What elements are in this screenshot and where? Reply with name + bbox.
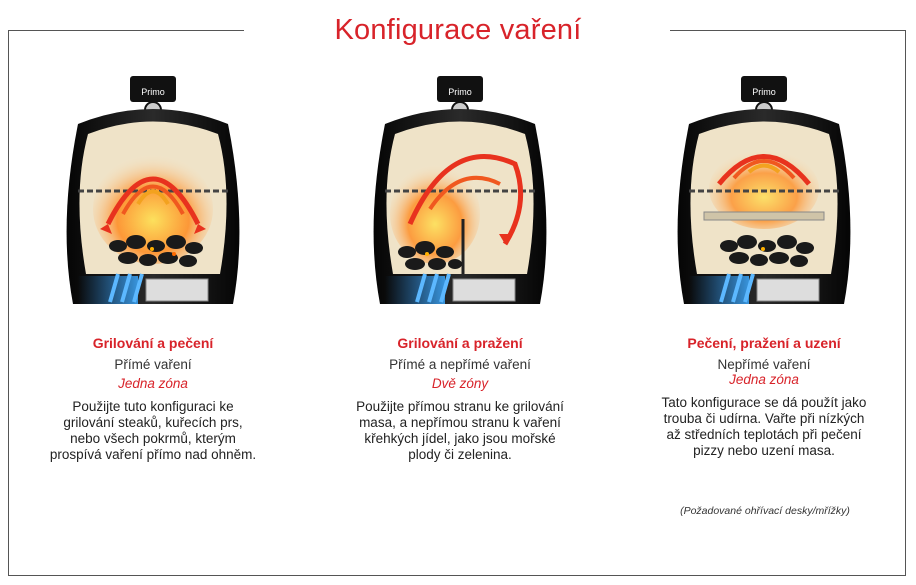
config-zone: Jedna zóna bbox=[118, 376, 188, 391]
config-mode: Přímé a nepřímé vaření bbox=[389, 357, 531, 372]
grill-indirect-illustration: Primo bbox=[677, 76, 851, 304]
config-description: Použijte tuto konfiguraci ke grilování s… bbox=[49, 399, 257, 462]
content-frame bbox=[8, 30, 906, 576]
config-mode: Nepřímé vaření bbox=[717, 357, 811, 372]
grill-two-zone-illustration: Primo bbox=[373, 76, 547, 304]
title-rule-right bbox=[670, 30, 906, 31]
config-heading: Grilování a pražení bbox=[397, 335, 523, 351]
config-description: Použijte přímou stranu ke grilování masa… bbox=[356, 399, 564, 462]
config-description: Tato konfigurace se dá použít jako troub… bbox=[661, 395, 867, 458]
config-heading: Grilování a pečení bbox=[92, 335, 214, 351]
config-mode: Přímé vaření bbox=[114, 357, 192, 372]
config-indirect: Primo Pečení, pražení a uzení Nepřímé va… bbox=[659, 74, 869, 459]
svg-text:Primo: Primo bbox=[141, 87, 165, 97]
svg-text:Primo: Primo bbox=[752, 87, 776, 97]
config-direct: Primo Grilování a pečení Přímé vaření Je… bbox=[48, 74, 258, 463]
svg-text:Primo: Primo bbox=[448, 87, 472, 97]
config-direct-indirect: Primo Grilování a pražení Přímé a nepřím… bbox=[355, 74, 565, 463]
config-zone: Dvě zóny bbox=[431, 376, 489, 391]
config-heading: Pečení, pražení a uzení bbox=[687, 335, 841, 351]
page-title: Konfigurace vaření bbox=[334, 14, 582, 46]
grill-direct-illustration: Primo bbox=[66, 76, 240, 304]
footnote: (Požadované ohřívací desky/mřížky) bbox=[680, 505, 850, 517]
config-zone: Jedna zóna bbox=[729, 372, 799, 387]
title-rule-left bbox=[8, 30, 244, 31]
